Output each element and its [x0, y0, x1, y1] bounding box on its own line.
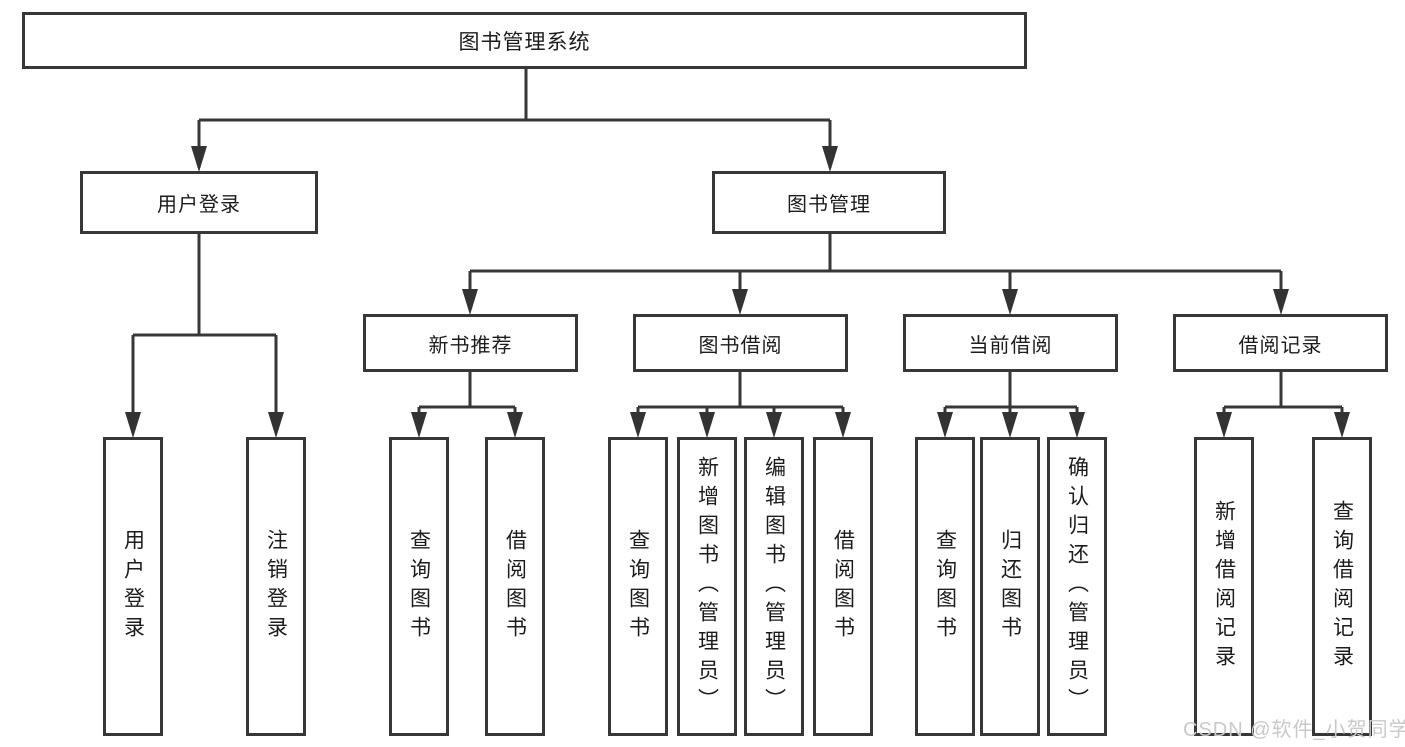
leaf-query-borrow-record: 查询借阅记录: [1312, 437, 1372, 736]
node-book-borrow-label: 图书借阅: [698, 334, 783, 357]
leaf-borrow-books: 借阅图书: [813, 437, 873, 736]
leaf-query-borrow-record-label: 查询借阅记录: [1330, 499, 1354, 674]
leaf-return-books: 归还图书: [980, 437, 1040, 736]
node-library-system-label: 图书管理系统: [458, 30, 591, 54]
leaf-recommend-borrow-books: 借阅图书: [485, 437, 545, 736]
node-new-book-recommend-label: 新书推荐: [428, 334, 513, 357]
leaf-recommend-borrow-books-label: 借阅图书: [503, 528, 527, 645]
leaf-user-login: 用户登录: [103, 437, 163, 736]
leaf-logout: 注销登录: [246, 437, 306, 736]
leaf-logout-label: 注销登录: [264, 528, 288, 645]
leaf-recommend-query-books-label: 查询图书: [407, 528, 431, 645]
leaf-confirm-return-admin: 确认归还（管理员）: [1047, 437, 1107, 736]
node-library-system: 图书管理系统: [22, 12, 1027, 69]
node-book-management: 图书管理: [712, 171, 946, 234]
leaf-user-login-label: 用户登录: [121, 528, 145, 645]
leaf-edit-books-admin-label: 编辑图书（管理员）: [762, 456, 786, 717]
node-book-management-label: 图书管理: [787, 194, 871, 216]
leaf-recommend-query-books: 查询图书: [389, 437, 449, 736]
leaf-borrow-query-books: 查询图书: [608, 437, 668, 736]
leaf-current-query-books-label: 查询图书: [933, 528, 957, 645]
csdn-watermark: CSDN @软件_小贺同学: [1183, 719, 1405, 741]
leaf-current-query-books: 查询图书: [915, 437, 975, 736]
leaf-borrow-query-books-label: 查询图书: [626, 528, 650, 645]
node-current-borrow-label: 当前借阅: [968, 334, 1053, 357]
node-user-login: 用户登录: [80, 171, 318, 234]
node-user-login-label: 用户登录: [157, 194, 241, 216]
node-current-borrow: 当前借阅: [903, 314, 1118, 372]
leaf-edit-books-admin: 编辑图书（管理员）: [744, 437, 804, 736]
node-borrow-records: 借阅记录: [1173, 314, 1388, 372]
leaf-add-borrow-record: 新增借阅记录: [1194, 437, 1254, 736]
leaf-add-borrow-record-label: 新增借阅记录: [1212, 499, 1236, 674]
leaf-return-books-label: 归还图书: [998, 528, 1022, 645]
node-borrow-records-label: 借阅记录: [1238, 334, 1323, 357]
node-new-book-recommend: 新书推荐: [363, 314, 578, 372]
leaf-confirm-return-admin-label: 确认归还（管理员）: [1065, 456, 1089, 717]
node-book-borrow: 图书借阅: [633, 314, 848, 372]
leaf-add-books-admin: 新增图书（管理员）: [677, 437, 737, 736]
leaf-borrow-books-label: 借阅图书: [831, 528, 855, 645]
leaf-add-books-admin-label: 新增图书（管理员）: [695, 456, 719, 717]
